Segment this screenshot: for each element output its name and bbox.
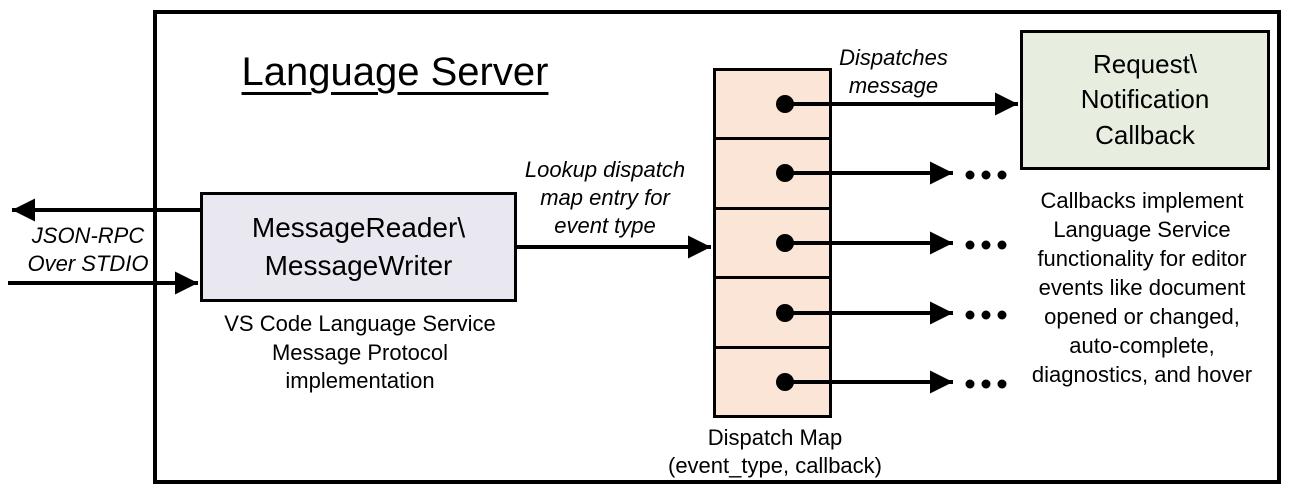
- lookup-dispatch-label: Lookup dispatch map entry for event type: [524, 157, 686, 238]
- dispatch-map-box: [713, 68, 832, 418]
- dispatch-map-cell: [716, 345, 829, 415]
- message-reader-writer-box: MessageReader\ MessageWriter: [200, 192, 517, 302]
- reader-caption: VS Code Language Service Message Protoco…: [224, 311, 496, 394]
- dispatches-message-label: Dispatches message: [839, 45, 948, 98]
- dispatch-map-cell: [716, 71, 829, 137]
- json-rpc-stdio-label: JSON-RPC Over STDIO: [27, 223, 149, 276]
- dispatch-map-cell: [716, 206, 829, 276]
- diagram-title: Language Server: [241, 50, 549, 94]
- dispatch-map-cell: [716, 276, 829, 345]
- callback-note: Callbacks implement Language Service fun…: [1031, 188, 1253, 388]
- message-reader-writer-label: MessageReader\ MessageWriter: [251, 212, 466, 281]
- dispatch-map-cell: [716, 137, 829, 206]
- request-notification-callback-box: Request\ Notification Callback: [1020, 30, 1270, 170]
- request-notification-callback-label: Request\ Notification Callback: [1080, 49, 1210, 150]
- dispatch-map-caption: Dispatch Map (event_type, callback): [668, 425, 882, 478]
